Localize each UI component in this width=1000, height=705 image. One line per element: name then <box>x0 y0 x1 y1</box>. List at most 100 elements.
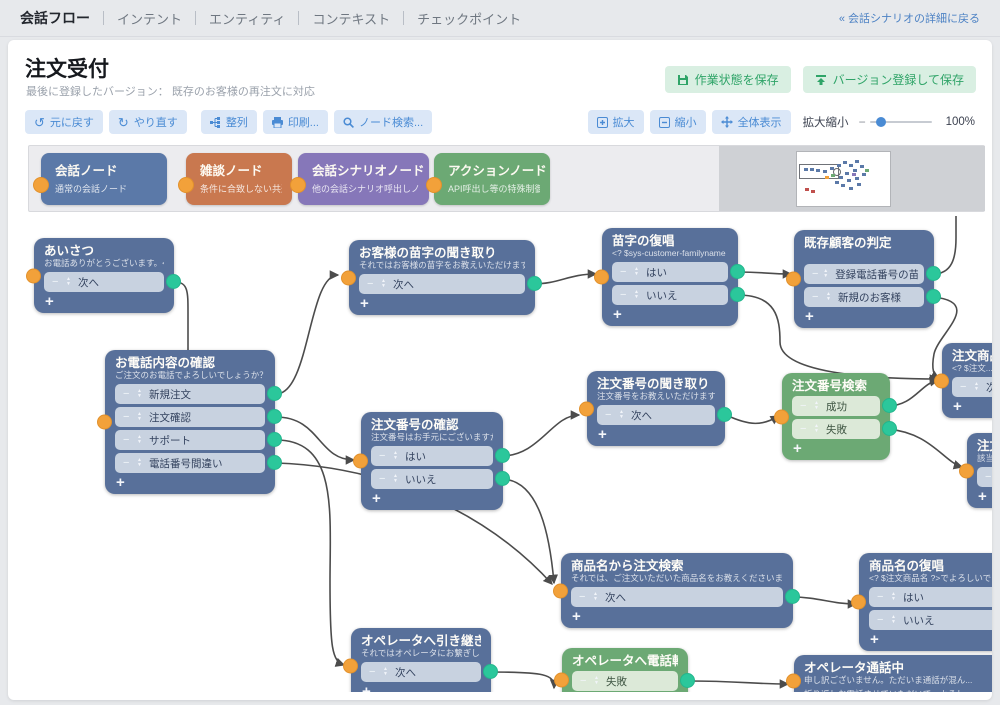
save-work-state-button[interactable]: 作業状態を保存 <box>664 66 791 93</box>
output-port[interactable] <box>785 589 800 604</box>
add-row-button[interactable]: + <box>805 308 814 325</box>
flow-node-shohinmei-fukusho[interactable]: 商品名の復唱<? $注文商品名 ?>でよろしいでし...−▲▼はい−▲▼いいえ+ <box>851 553 992 651</box>
output-port[interactable] <box>267 409 282 424</box>
node-row[interactable]: −▲▼注文確認 <box>115 407 282 427</box>
flow-edge-17[interactable] <box>687 679 790 689</box>
add-row-button[interactable]: + <box>613 306 622 323</box>
tab-conversation-flow[interactable]: 会話フロー <box>20 10 90 26</box>
node-search-button[interactable]: ノード検索... <box>333 110 433 134</box>
remove-row-icon[interactable]: − <box>877 591 884 603</box>
palette-node-2[interactable]: 会話シナリオノード他の会話シナリオ呼出しノード <box>290 153 429 205</box>
input-port[interactable] <box>851 594 866 610</box>
input-port[interactable] <box>959 463 974 478</box>
output-port[interactable] <box>730 287 745 302</box>
drag-port-icon[interactable] <box>33 177 49 193</box>
node-row[interactable]: −▲▼次へ <box>952 377 992 397</box>
reorder-row-icon[interactable]: ▲▼ <box>393 451 398 461</box>
flow-edge-3[interactable] <box>275 439 346 667</box>
palette-node-1[interactable]: 雑談ノード条件に合致しない共通ノード <box>178 153 292 205</box>
undo-button[interactable]: ↺ 元に戻す <box>25 110 103 134</box>
node-row[interactable]: −▲▼新規注文 <box>115 384 282 404</box>
remove-row-icon[interactable]: − <box>812 291 819 303</box>
reorder-row-icon[interactable]: ▲▼ <box>634 267 639 277</box>
output-port[interactable] <box>495 448 510 463</box>
zoom-slider-knob[interactable] <box>875 117 886 127</box>
flow-edge-10[interactable] <box>500 410 581 457</box>
flow-node-kison-kokyaku-hantei[interactable]: 既存顧客の判定−▲▼登録電話番号の苗字...−▲▼新規のお客様+ <box>786 230 941 328</box>
input-port[interactable] <box>786 673 801 689</box>
output-port[interactable] <box>267 432 282 447</box>
remove-row-icon[interactable]: − <box>800 423 807 435</box>
reorder-row-icon[interactable]: ▲▼ <box>383 667 388 677</box>
flow-node-chumon-kakunin-2[interactable]: 注文該当...−▲▼次へ+ <box>959 433 992 508</box>
node-row[interactable]: −▲▼いいえ <box>869 610 992 630</box>
reorder-row-icon[interactable]: ▲▼ <box>137 435 142 445</box>
remove-row-icon[interactable]: − <box>369 666 376 678</box>
remove-row-icon[interactable]: − <box>620 289 627 301</box>
remove-row-icon[interactable]: − <box>123 411 130 423</box>
remove-row-icon[interactable]: − <box>580 675 587 687</box>
node-row[interactable]: −▲▼サポート <box>115 430 282 450</box>
node-row[interactable]: −▲▼いいえ <box>612 285 745 305</box>
reorder-row-icon[interactable]: ▲▼ <box>891 615 896 625</box>
input-port[interactable] <box>26 268 41 283</box>
reorder-row-icon[interactable]: ▲▼ <box>619 410 624 420</box>
input-port[interactable] <box>579 401 594 416</box>
add-row-button[interactable]: + <box>598 426 607 443</box>
node-row[interactable]: −▲▼はい <box>869 587 992 607</box>
flow-node-chumon-bango-kakunin[interactable]: 注文番号の確認注文番号はお手元にございますか？−▲▼はい−▲▼いいえ+ <box>353 412 510 510</box>
flow-edge-2[interactable] <box>275 416 356 465</box>
input-port[interactable] <box>554 672 569 688</box>
remove-row-icon[interactable]: − <box>605 409 612 421</box>
remove-row-icon[interactable]: − <box>123 434 130 446</box>
reorder-row-icon[interactable]: ▲▼ <box>137 458 142 468</box>
output-port[interactable] <box>882 398 897 413</box>
input-port[interactable] <box>341 270 356 285</box>
input-port[interactable] <box>774 409 789 424</box>
reorder-row-icon[interactable]: ▲▼ <box>826 292 831 302</box>
node-row[interactable]: −▲▼次へ <box>977 467 992 487</box>
flow-edge-8[interactable] <box>932 216 957 275</box>
flow-edge-6[interactable] <box>737 269 793 279</box>
output-port[interactable] <box>926 266 941 281</box>
redo-button[interactable]: ↻ やり直す <box>108 110 187 134</box>
output-port[interactable] <box>680 673 695 688</box>
flow-edge-14[interactable] <box>886 428 964 470</box>
remove-row-icon[interactable]: − <box>367 278 374 290</box>
output-port[interactable] <box>730 264 745 279</box>
zoom-slider[interactable] <box>869 117 932 127</box>
input-port[interactable] <box>553 583 568 598</box>
align-button[interactable]: 整列 <box>200 110 257 134</box>
drag-port-icon[interactable] <box>178 177 194 193</box>
node-row[interactable]: −▲▼次へ <box>359 274 542 294</box>
node-row[interactable]: −▲▼次へ <box>597 405 732 425</box>
flow-node-shohinmei-chumon-kensaku[interactable]: 商品名から注文検索それでは、ご注文いただいた商品名をお教えくださいますか？−▲▼… <box>553 553 800 628</box>
add-row-button[interactable]: + <box>116 474 125 491</box>
add-row-button[interactable]: + <box>362 683 371 692</box>
input-port[interactable] <box>594 269 609 285</box>
output-port[interactable] <box>166 274 181 289</box>
reorder-row-icon[interactable]: ▲▼ <box>594 676 599 686</box>
output-port[interactable] <box>267 455 282 470</box>
output-port[interactable] <box>483 664 498 679</box>
add-row-button[interactable]: + <box>45 293 54 310</box>
palette-node-0[interactable]: 会話ノード通常の会話ノード <box>33 153 167 205</box>
palette-node-3[interactable]: アクションノードAPI呼出し等の特殊制御ノード <box>426 153 550 205</box>
flow-edge-11[interactable] <box>500 478 559 585</box>
add-row-button[interactable]: + <box>978 488 987 505</box>
remove-row-icon[interactable]: − <box>52 276 59 288</box>
register-version-save-button[interactable]: バージョン登録して保存 <box>802 66 976 93</box>
zoom-slider-minus[interactable]: − <box>858 115 866 129</box>
flow-node-operator-denwa-tenso[interactable]: オペレータへ電話転送−▲▼失敗+ <box>554 648 695 692</box>
back-to-scenario-link[interactable]: « 会話シナリオの詳細に戻る <box>838 13 980 25</box>
flow-node-chumon-shohin[interactable]: 注文商品<? $注文...−▲▼次へ+ <box>934 343 992 418</box>
add-row-button[interactable]: + <box>793 440 802 457</box>
reorder-row-icon[interactable]: ▲▼ <box>814 401 819 411</box>
tab-context[interactable]: コンテキスト <box>312 11 391 27</box>
remove-row-icon[interactable]: − <box>579 591 586 603</box>
node-row[interactable]: −▲▼電話番号間違い <box>115 453 282 473</box>
reorder-row-icon[interactable]: ▲▼ <box>891 592 896 602</box>
output-port[interactable] <box>926 289 941 304</box>
node-row[interactable]: −▲▼はい <box>612 262 745 282</box>
